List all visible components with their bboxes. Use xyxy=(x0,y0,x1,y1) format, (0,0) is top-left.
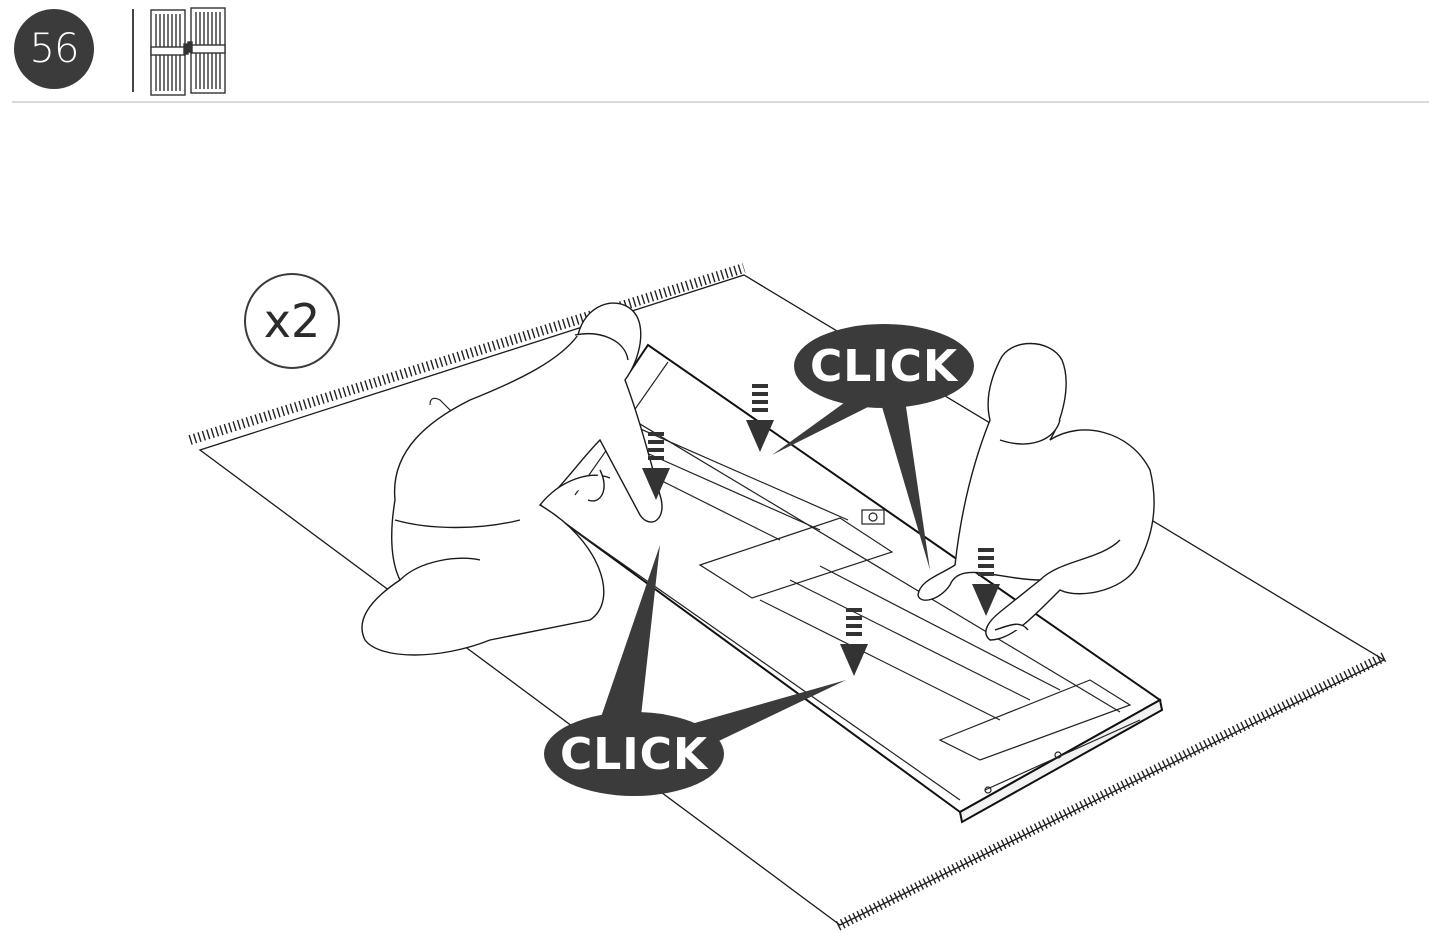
click-label-top: CLICK xyxy=(794,340,974,392)
click-label-bottom: CLICK xyxy=(544,728,724,780)
quantity-badge: x2 xyxy=(244,273,340,369)
quantity-label: x2 xyxy=(264,294,321,348)
